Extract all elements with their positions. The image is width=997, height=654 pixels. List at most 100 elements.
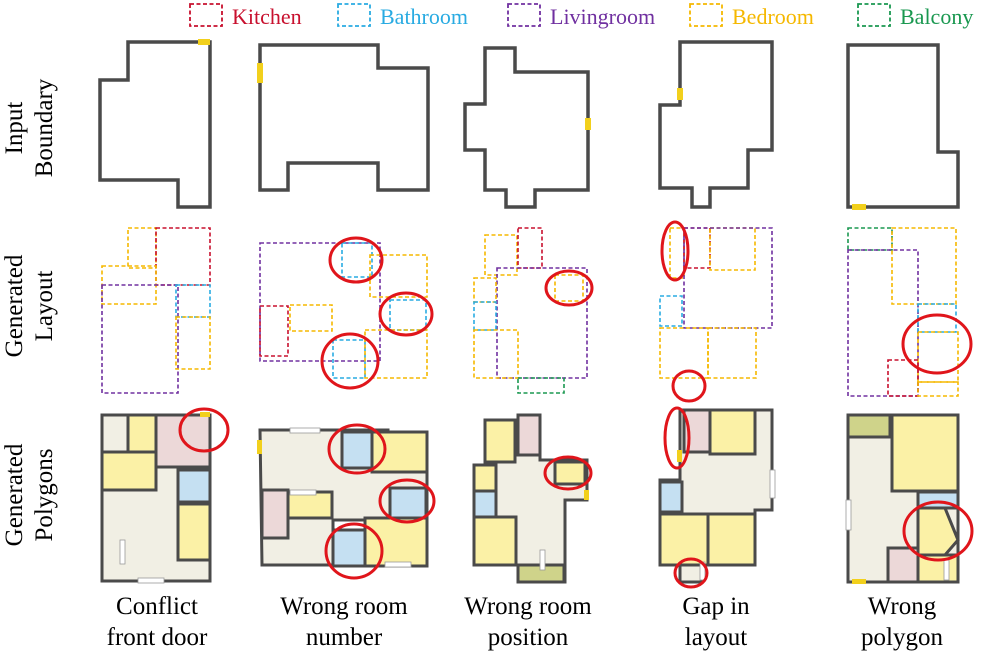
- highlight-circle: [544, 269, 594, 307]
- layout-bedroom: [289, 304, 333, 332]
- highlight-circle: [671, 369, 707, 403]
- highlight-circle: [378, 291, 434, 337]
- layout-livingroom: [847, 249, 919, 397]
- highlight-circle: [378, 478, 436, 524]
- front-doors: [198, 39, 866, 210]
- window-marker: [539, 549, 546, 571]
- col-label-gap-in-layout-2: layout: [685, 624, 748, 651]
- polygon-kitchen: [886, 546, 920, 584]
- layout-bedroom: [127, 227, 157, 269]
- error-highlights: [178, 220, 974, 589]
- layout-bedroom: [917, 381, 959, 397]
- col-label-wrong-room-number-2: number: [306, 624, 383, 651]
- window-markers: [119, 427, 950, 584]
- highlight-circle: [324, 522, 384, 580]
- window-marker: [943, 559, 950, 581]
- legend: Kitchen Bathroom Livingroom Bedroom Balc…: [189, 3, 973, 29]
- layout-bedroom: [917, 331, 959, 383]
- layout-bathroom: [473, 301, 497, 331]
- door-marker: [198, 39, 210, 45]
- layout-bathroom: [341, 242, 373, 278]
- layout-bedroom: [891, 227, 957, 305]
- col-label-conflict-front-door-2: front door: [107, 624, 208, 651]
- col-label-conflict-front-door-1: Conflict: [116, 593, 198, 620]
- row-label-generated-polygons-2: Polygons: [31, 448, 58, 541]
- polygon-bedroom: [483, 418, 517, 464]
- col-label-gap-in-layout-1: Gap in: [682, 593, 750, 620]
- layout-balcony: [847, 227, 893, 251]
- legend-swatch-bathroom: [337, 3, 371, 27]
- door-marker: [677, 450, 682, 462]
- polygon-bedroom: [370, 430, 429, 474]
- layout-bedroom: [364, 329, 428, 379]
- polygon-bedroom: [286, 490, 334, 520]
- polygon-bedroom: [890, 413, 960, 493]
- boundary-wrong-room-number: [258, 43, 430, 192]
- col-label-wrong-room-number-1: Wrong room: [280, 593, 408, 620]
- door-marker: [257, 63, 263, 83]
- layout-livingroom: [683, 227, 773, 329]
- legend-swatch-livingroom: [507, 3, 541, 27]
- col-label-wrong-polygon-1: Wrong: [868, 593, 937, 620]
- polygon-bathroom: [340, 430, 376, 470]
- polygon-bedroom: [708, 408, 757, 456]
- door-marker: [257, 440, 262, 454]
- boundary-wrong-room-position: [463, 46, 590, 209]
- layout-kitchen: [517, 227, 543, 269]
- layout-bathroom: [175, 284, 211, 318]
- polygon-bedroom: [472, 515, 518, 567]
- layout-kitchen: [887, 359, 919, 397]
- window-marker: [384, 561, 412, 568]
- polygon-bedroom: [176, 502, 212, 562]
- polygon-bedroom: [363, 516, 429, 568]
- window-marker: [289, 489, 317, 496]
- legend-label-bathroom: Bathroom: [380, 4, 468, 29]
- layout-livingroom: [101, 284, 179, 394]
- legend-label-livingroom: Livingroom: [550, 4, 655, 29]
- window-marker: [119, 539, 126, 565]
- boundary-gap-in-layout: [658, 40, 774, 209]
- boundary-wrong-polygon: [846, 43, 960, 209]
- polygon-bedroom: [126, 413, 158, 455]
- highlight-circle: [327, 423, 387, 475]
- highlight-circle: [660, 220, 690, 282]
- polygon-bathroom: [472, 489, 498, 519]
- col-label-wrong-room-position-2: position: [488, 624, 569, 651]
- layout-bedroom: [473, 329, 519, 379]
- generated-polygons: [100, 408, 960, 584]
- legend-label-bedroom: Bedroom: [732, 4, 814, 29]
- row-label-generated-polygons-1: Generated: [1, 443, 28, 546]
- col-label-wrong-polygon-2: polygon: [861, 624, 943, 651]
- door-marker: [584, 490, 589, 500]
- polygon-bedroom: [706, 512, 757, 567]
- layout-bedroom: [554, 274, 584, 302]
- legend-label-balcony: Balcony: [900, 4, 973, 29]
- layout-bathroom: [659, 295, 683, 327]
- layout-bathroom: [389, 299, 427, 331]
- layout-bedroom: [175, 316, 211, 370]
- row-label-generated-layout-2: Layout: [31, 271, 58, 342]
- layout-bedroom: [709, 227, 756, 271]
- door-marker: [852, 579, 866, 584]
- highlight-circle: [328, 236, 384, 284]
- row-labels: Input Boundary Generated Layout Generate…: [1, 78, 58, 546]
- column-labels: Conflict front door Wrong room number Wr…: [107, 593, 944, 651]
- polygon-balcony: [846, 413, 892, 439]
- row-label-input-boundary-1: Input: [1, 102, 28, 155]
- window-marker: [137, 577, 165, 584]
- legend-label-kitchen: Kitchen: [232, 4, 302, 29]
- layout-bathroom: [917, 303, 957, 333]
- col-label-wrong-room-position-1: Wrong room: [464, 593, 592, 620]
- window-marker: [769, 469, 776, 499]
- legend-swatch-bedroom: [689, 3, 723, 27]
- highlight-circle: [673, 557, 709, 589]
- highlight-circle: [663, 406, 691, 470]
- layout-bedroom: [369, 254, 428, 298]
- layout-bedroom: [669, 227, 685, 279]
- layout-kitchen: [155, 227, 211, 286]
- highlight-circle: [320, 332, 380, 390]
- polygon-bedroom: [658, 512, 710, 567]
- layout-bedroom: [707, 327, 757, 379]
- polygon-bedroom: [472, 463, 498, 493]
